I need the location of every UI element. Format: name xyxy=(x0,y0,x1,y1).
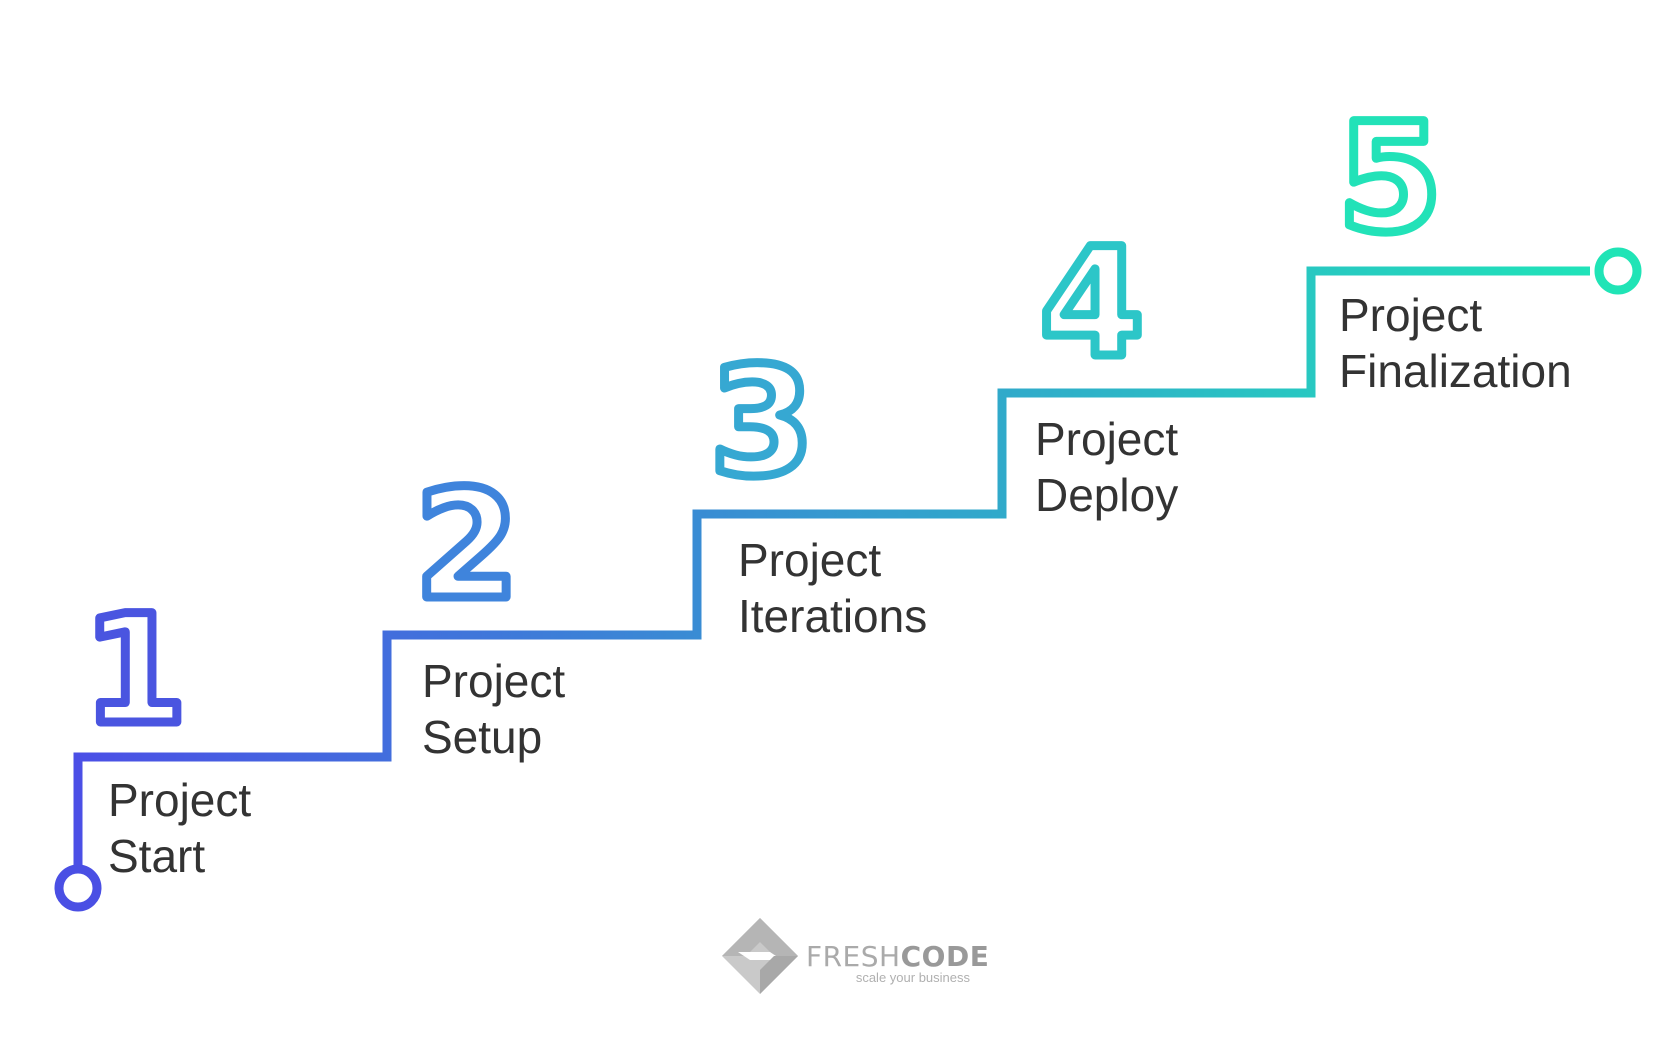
step-4-label-line1: Project xyxy=(1035,413,1179,465)
brand-tagline: scale your business xyxy=(856,970,971,985)
step-2-label-line2: Setup xyxy=(422,711,543,763)
step-3-label: Project Iterations xyxy=(738,532,927,644)
step-5-label: Project Finalization xyxy=(1339,287,1572,399)
step-2-number: 2 xyxy=(415,459,519,633)
end-node xyxy=(1594,247,1642,295)
step-1-number: 1 xyxy=(83,584,187,758)
step-1-label-line1: Project xyxy=(108,774,252,826)
step-5-label-line1: Project xyxy=(1339,289,1483,341)
step-1-label: Project Start xyxy=(108,772,251,884)
step-5-number: 5 xyxy=(1338,92,1442,266)
brand-name-bold: CODE xyxy=(901,940,990,973)
brand-name: FRESHCODE xyxy=(806,940,989,973)
brand-name-light: FRESH xyxy=(806,940,901,973)
step-4-label-line2: Deploy xyxy=(1035,469,1179,521)
freshcode-logo: FRESHCODE scale your business xyxy=(722,918,989,994)
step-3-number: 3 xyxy=(710,336,814,510)
step-4-label: Project Deploy xyxy=(1035,411,1178,523)
step-3-label-line1: Project xyxy=(738,534,882,586)
step-1-label-line2: Start xyxy=(108,830,206,882)
staircase-line xyxy=(73,266,1590,880)
step-3-label-line2: Iterations xyxy=(738,590,928,642)
step-4-number: 4 xyxy=(1040,217,1144,391)
freshcode-diamond-icon xyxy=(722,918,798,994)
start-node xyxy=(54,864,102,912)
step-5-label-line2: Finalization xyxy=(1339,345,1572,397)
step-2-label-line1: Project xyxy=(422,655,566,707)
step-2-label: Project Setup xyxy=(422,653,565,765)
